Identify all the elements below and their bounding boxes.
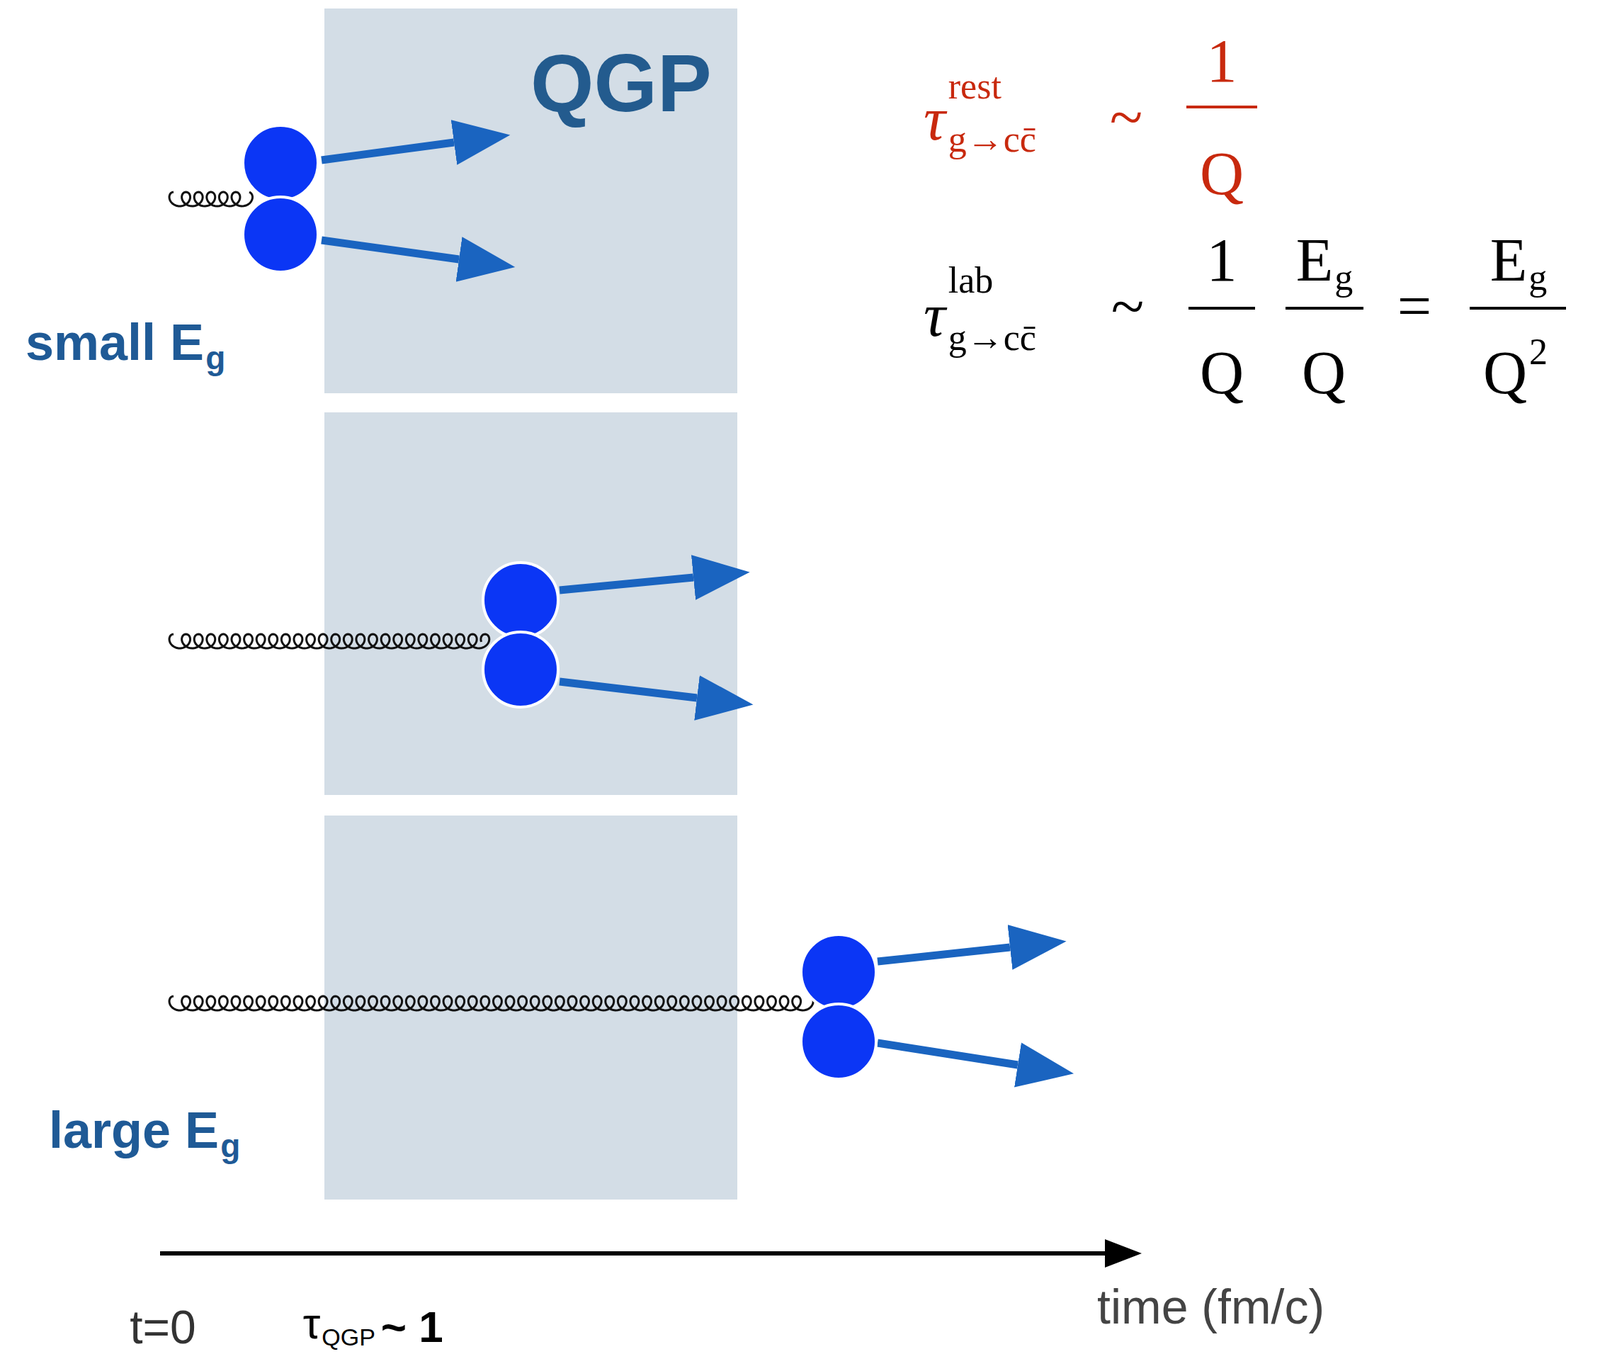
quark-arrow: [321, 240, 459, 260]
numerator: 1: [1206, 30, 1238, 92]
numerator: E: [1296, 229, 1334, 291]
region-title: QGP: [530, 42, 712, 124]
charm-quarks: [242, 125, 877, 1079]
superscript: rest: [948, 67, 1002, 105]
denominator: Q: [1483, 342, 1528, 404]
quark-arrow: [321, 142, 455, 161]
gluon-lines: [169, 191, 814, 1011]
fraction-bar: [1469, 306, 1567, 310]
subscript: QGP: [321, 1324, 376, 1349]
gluon-coil: [169, 995, 814, 1011]
fraction-bar: [1188, 306, 1256, 310]
denominator: Q: [1199, 342, 1244, 404]
quark-arrow: [877, 1042, 1018, 1065]
gluon-coil: [169, 633, 490, 649]
quark-arrow: [877, 946, 1011, 962]
charm-quark: [483, 631, 559, 707]
fraction-bar: [1285, 306, 1364, 310]
subscript: g: [205, 341, 226, 374]
axis-title: time (fm/c): [1097, 1281, 1325, 1331]
formula-symbol: τ: [923, 88, 946, 150]
fraction-bar: [1186, 105, 1258, 109]
superscript: lab: [948, 262, 994, 299]
quark-arrow: [559, 577, 694, 590]
denominator: Q: [1199, 143, 1244, 204]
charm-quark: [242, 196, 319, 272]
quark-arrows: [321, 142, 1018, 1065]
time-axis: [160, 1250, 1105, 1256]
qgp-band: [324, 412, 738, 795]
formula-operator: ~: [1111, 275, 1145, 337]
numerator: 1: [1206, 229, 1238, 291]
charm-quark: [483, 562, 559, 638]
fraction-bars: [1186, 106, 1567, 309]
subscript: g: [220, 1128, 241, 1162]
formula-operator: ~: [1109, 86, 1144, 148]
subscript: g: [1528, 259, 1547, 297]
axis-tick: ~ 1: [381, 1304, 444, 1349]
denominator: Q: [1301, 342, 1346, 404]
numerator: E: [1490, 229, 1528, 291]
subscript: g: [1334, 259, 1353, 297]
charm-quark: [801, 934, 877, 1010]
gluon-coil: [169, 191, 253, 207]
axis-tick: τ: [303, 1301, 321, 1346]
subscript: g→cc̄: [948, 319, 1037, 357]
axis-tick: t=0: [129, 1303, 197, 1350]
formula-symbol: τ: [923, 284, 946, 346]
charm-quark: [242, 125, 319, 201]
energy-label: large E: [48, 1104, 219, 1156]
energy-label: small E: [25, 316, 204, 368]
qgp-band: QGP: [324, 8, 738, 394]
charm-quark: [801, 1003, 877, 1079]
superscript: 2: [1529, 333, 1548, 371]
formula-operator: =: [1397, 275, 1433, 337]
subscript: g→cc̄: [948, 121, 1037, 158]
quark-arrow: [559, 681, 697, 698]
